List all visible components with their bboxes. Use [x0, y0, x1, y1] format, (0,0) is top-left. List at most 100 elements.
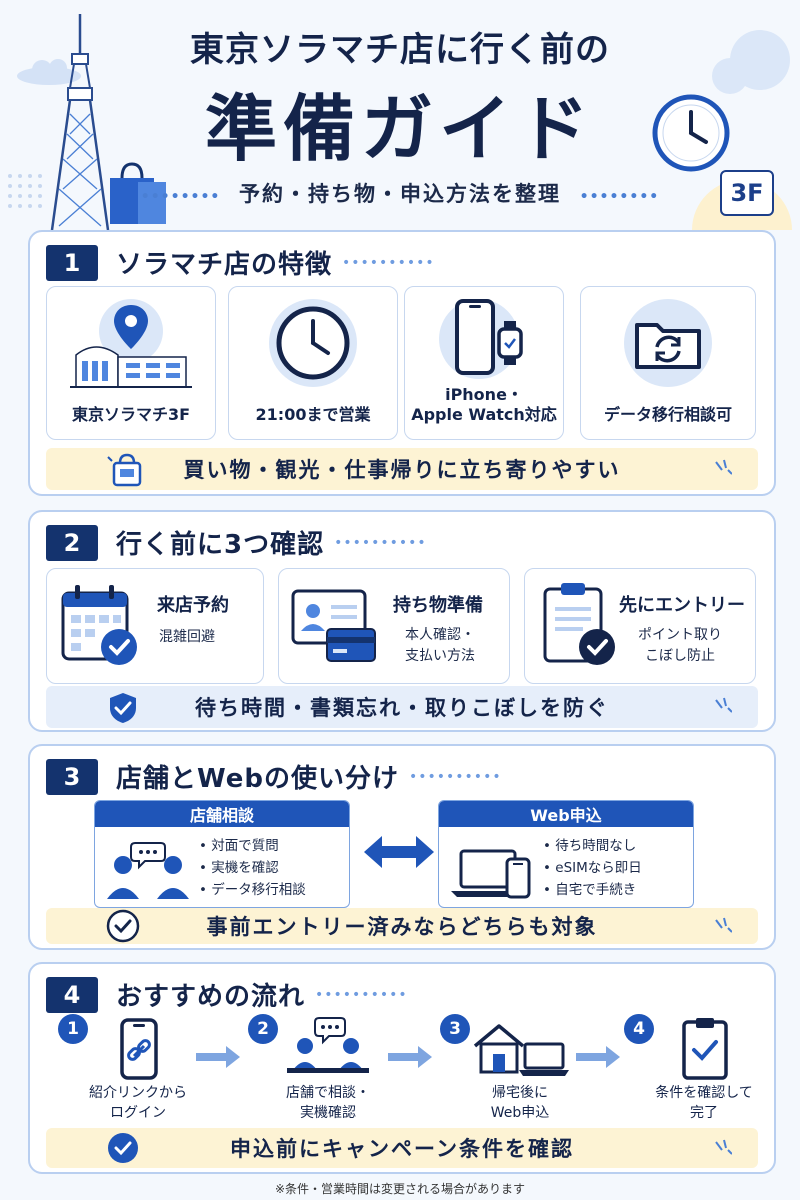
cloud-icon: [712, 30, 790, 94]
flow-step-3: 3 帰宅後に Web申込: [440, 1014, 600, 1134]
step-label: 条件を確認して 完了: [655, 1085, 753, 1121]
clock-icon: [269, 299, 357, 387]
sparkle-icon: [715, 917, 732, 933]
phone-link-icon: [120, 1018, 158, 1080]
step-number: 4: [624, 1014, 654, 1044]
check-circle-icon: [108, 1133, 138, 1163]
check-title: 持ち物準備: [393, 595, 483, 616]
section-title: おすすめの流れ: [116, 982, 306, 1012]
web-apply-box: Web申込 待ち時間なし eSIMなら即日 自宅で手続き: [438, 800, 694, 908]
header: 東京ソラマチ店に行く前の 準備ガイド •••••••• 予約・持ち物・申込方法を…: [0, 0, 800, 230]
feature-label: 東京ソラマチ3F: [71, 405, 191, 424]
list-item: データ移行相談: [199, 879, 306, 901]
store-consult-header: 店舗相談: [95, 801, 349, 827]
arrow-right-icon: [388, 1046, 432, 1068]
list-item: 実機を確認: [199, 857, 306, 879]
section-number: 3: [46, 758, 98, 795]
consultation-icon: [107, 842, 189, 899]
section-banner: 待ち時間・書類忘れ・取りこぼしを防ぐ: [46, 686, 758, 728]
section-title: ソラマチ店の特徴: [116, 250, 333, 280]
page-title-line1: 東京ソラマチ店に行く前の: [190, 30, 610, 70]
check-card-reservation: 来店予約 混雑回避: [46, 568, 264, 684]
section-banner: 事前エントリー済みならどちらも対象: [46, 908, 758, 944]
section-title: 店舗とWebの使い分け: [116, 764, 399, 794]
step-label: 店舗で相談・ 実機確認: [286, 1085, 370, 1121]
section-flow: 4 おすすめの流れ •••••••••• 1 紹介リンクから ログイン: [28, 962, 776, 1174]
feature-label: 21:00まで営業: [255, 405, 371, 424]
dot-pattern: [8, 174, 42, 208]
skytree-tower-icon: [50, 14, 110, 230]
clipboard-check-icon: [543, 583, 615, 665]
sparkle-icon: [715, 697, 732, 713]
clock-icon: [652, 94, 730, 172]
banner-text: 待ち時間・書類忘れ・取りこぼしを防ぐ: [195, 696, 609, 720]
store-benefit-list: 対面で質問 実機を確認 データ移行相談: [199, 835, 306, 901]
section-features: 1 ソラマチ店の特徴 •••••••••• 東京ソラマチ3F: [28, 230, 776, 496]
list-item: eSIMなら即日: [543, 857, 642, 879]
store-consult-box: 店舗相談 対面で質問 実機を確認 データ移行相談: [94, 800, 350, 908]
step-label: 紹介リンクから ログイン: [89, 1085, 187, 1121]
page-subtitle: •••••••• 予約・持ち物・申込方法を整理 ••••••••: [140, 182, 660, 206]
footnote: ※条件・営業時間は変更される場合があります: [274, 1182, 526, 1196]
list-item: 待ち時間なし: [543, 835, 642, 857]
check-card-belongings: 持ち物準備 本人確認・ 支払い方法: [278, 568, 510, 684]
feature-card-location: 東京ソラマチ3F: [46, 286, 216, 440]
banner-text: 事前エントリー済みならどちらも対象: [206, 915, 598, 939]
shopping-bag-icon: [110, 162, 166, 224]
flow-step-1: 1 紹介リンクから ログイン: [58, 1014, 218, 1134]
section-header: 2 行く前に3つ確認 ••••••••••: [46, 524, 427, 561]
arrow-right-icon: [576, 1046, 620, 1068]
section-banner: 買い物・観光・仕事帰りに立ち寄りやすい: [46, 448, 758, 490]
cloud-icon: [17, 59, 81, 85]
feature-card-data-transfer: データ移行相談可: [580, 286, 756, 440]
folder-sync-icon: [624, 299, 712, 387]
web-benefit-list: 待ち時間なし eSIMなら即日 自宅で手続き: [543, 835, 642, 901]
calendar-check-icon: [61, 585, 137, 665]
step-number: 3: [440, 1014, 470, 1044]
flow-step-2: 2 店舗で相談・ 実機確認: [248, 1014, 408, 1134]
feature-card-devices: iPhone・ Apple Watch対応: [404, 286, 564, 440]
check-circle-icon: [106, 909, 140, 943]
flow-step-4: 4 条件を確認して 完了: [624, 1014, 784, 1134]
sparkle-icon: [715, 1139, 732, 1155]
section-number: 1: [46, 244, 98, 281]
double-arrow-icon: [364, 836, 434, 868]
check-title: 先にエントリー: [619, 595, 745, 616]
floor-badge: 3F: [720, 170, 774, 216]
banner-text: 買い物・観光・仕事帰りに立ち寄りやすい: [183, 458, 621, 482]
web-apply-header: Web申込: [439, 801, 693, 827]
check-sub: ポイント取り こぼし防止: [638, 627, 722, 664]
check-sub: 本人確認・ 支払い方法: [405, 627, 475, 664]
page-title-main: 準備ガイド: [204, 87, 595, 171]
shield-check-icon: [110, 693, 136, 723]
map-pin-building-icon: [70, 299, 192, 388]
id-card-icon: [291, 589, 376, 662]
laptop-phone-icon: [451, 849, 531, 899]
list-item: 自宅で手続き: [543, 879, 642, 901]
check-sub: 混雑回避: [159, 629, 215, 645]
feature-label: データ移行相談可: [603, 405, 732, 424]
home-laptop-icon: [473, 1024, 569, 1076]
clipboard-check-icon: [682, 1018, 728, 1080]
section-number: 2: [46, 524, 98, 561]
check-card-entry: 先にエントリー ポイント取り こぼし防止: [524, 568, 756, 684]
section-number: 4: [46, 976, 98, 1013]
section-checks: 2 行く前に3つ確認 •••••••••• 来店予約 混雑回避: [28, 510, 776, 732]
step-number: 1: [58, 1014, 88, 1044]
subtitle-text: 予約・持ち物・申込方法を整理: [239, 182, 561, 206]
shopping-basket-icon: [107, 453, 142, 487]
consultation-icon: [287, 1017, 369, 1073]
feature-label: iPhone・ Apple Watch対応: [411, 385, 557, 424]
step-label: 帰宅後に Web申込: [490, 1085, 550, 1121]
feature-card-hours: 21:00まで営業: [228, 286, 398, 440]
section-header: 3 店舗とWebの使い分け ••••••••••: [46, 758, 502, 795]
section-header: 1 ソラマチ店の特徴 ••••••••••: [46, 244, 435, 281]
section-header: 4 おすすめの流れ ••••••••••: [46, 976, 408, 1013]
check-title: 来店予約: [157, 595, 229, 616]
step-number: 2: [248, 1014, 278, 1044]
section-banner: 申込前にキャンペーン条件を確認: [46, 1128, 758, 1168]
banner-text: 申込前にキャンペーン条件を確認: [230, 1137, 574, 1161]
list-item: 対面で質問: [199, 835, 306, 857]
iphone-watch-icon: [439, 299, 523, 379]
